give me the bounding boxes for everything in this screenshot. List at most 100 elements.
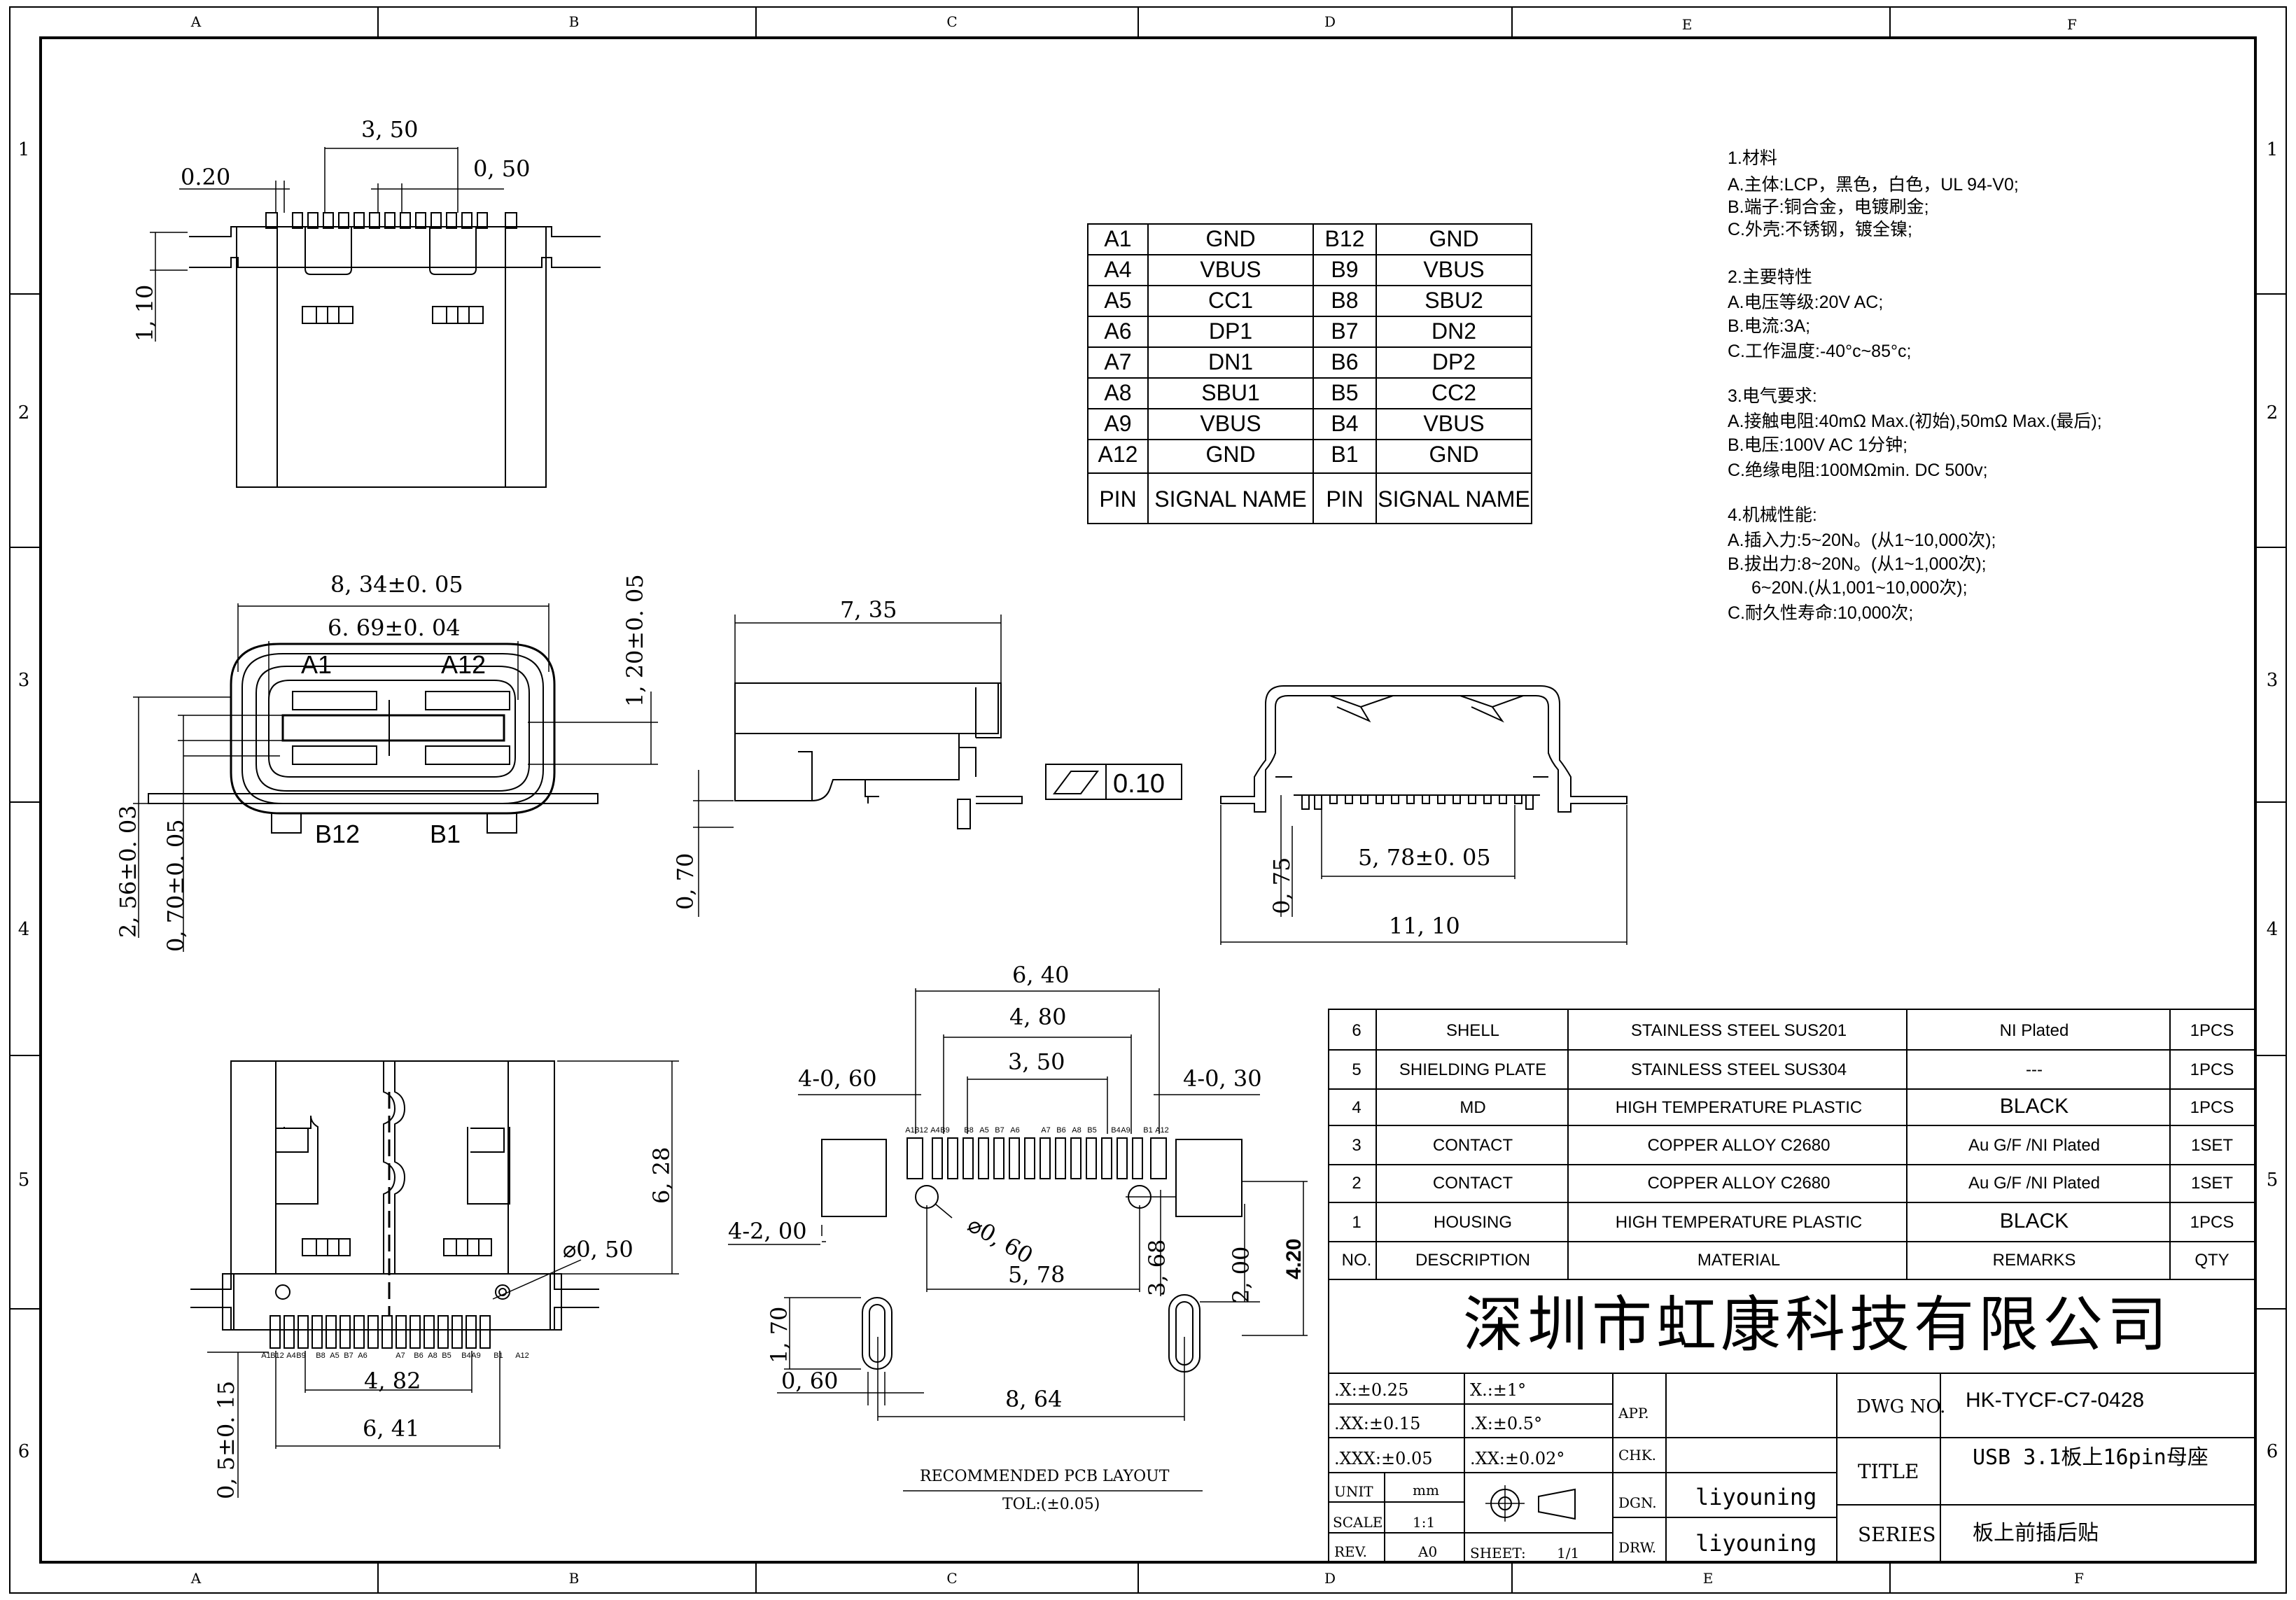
dim-top-0-50: 0, 50 [473,155,530,182]
pin-table-cell: A9 [1104,411,1131,436]
bom-cell: 1SET [2191,1174,2233,1193]
flatness-icon [1053,771,1099,794]
bom-cell: 1SET [2191,1136,2233,1155]
pin-table-header-cell: SIGNAL NAME [1154,486,1307,512]
dim-top-1-10: 1, 10 [132,285,158,342]
pin-label-b1: B1 [430,820,461,848]
app-label: APP. [1618,1405,1649,1422]
dim-bottom-6-41: 6, 41 [363,1415,419,1442]
zone-col-e-top: E [1682,16,1693,33]
dim-pcb-4-20: 4.20 [1282,1239,1306,1279]
rev-label: REV. [1334,1543,1367,1560]
bom-cell: STAINLESS STEEL SUS201 [1631,1021,1847,1040]
bom-header-cell: MATERIAL [1698,1251,1780,1270]
zone-row-5-right: 5 [2267,1170,2278,1191]
note-heading: 3.电气要求: [1728,386,1817,406]
dim-rear-0-75: 0, 75 [1268,857,1295,914]
dim-pcb-6-40: 6, 40 [1012,962,1069,988]
dwg-number: HK-TYCF-C7-0428 [1966,1389,2144,1412]
title-block [1328,1279,2256,1563]
dim-front-8-34: 8, 34±0. 05 [330,571,463,598]
dim-pcb-3-68: 3, 68 [1144,1240,1170,1296]
pcb-pin-b5: B5 [1087,1126,1096,1135]
pin-label-a1: A1 [301,650,332,679]
pin-table-cell: A5 [1104,288,1131,313]
rev-value: A0 [1418,1543,1437,1560]
bom-cell: 1PCS [2190,1060,2234,1079]
bom-cell: COPPER ALLOY C2680 [1647,1136,1830,1155]
sheet-border [9,6,2287,1594]
note-line: B.拔出力:8~20N。(从1~1,000次); [1728,554,1987,574]
bottom-pin-b9: B9 [296,1352,305,1360]
pin-table-cell: A8 [1104,380,1131,405]
note-heading: 2.主要特性 [1728,267,1812,287]
company-name: 深圳市虹康科技有限公司 [1463,1290,2171,1360]
bom-cell: COPPER ALLOY C2680 [1647,1174,1830,1193]
dim-pcb-dia-0-60: ⌀0, 60 [963,1211,1037,1269]
pcb-pin-a12: A12 [1155,1126,1169,1135]
dim-pcb-2-00: 2, 00 [1228,1247,1254,1303]
drawing-title: USB 3.1板上16pin母座 [1973,1445,2208,1470]
side-view [693,615,1182,917]
pin-table-cell: CC1 [1208,288,1253,313]
bom-cell: 4 [1352,1098,1361,1117]
bom-header-cell: REMARKS [1993,1251,2076,1270]
bom-cell: Au G/F /NI Plated [1968,1136,2100,1155]
dim-side-0-70: 0, 70 [672,853,699,910]
zone-col-d-bottom: D [1324,1570,1336,1587]
dim-bottom-dia-0-50: ⌀0, 50 [563,1236,634,1263]
note-line: C.耐久性寿命:10,000次; [1728,603,1913,623]
pcb-pin-a8: A8 [1072,1126,1081,1135]
pcb-pin-a9: A9 [1121,1126,1130,1135]
bottom-pin-a6: A6 [358,1352,367,1360]
dim-pcb-8-64: 8, 64 [1005,1386,1062,1412]
zone-col-e-bottom: E [1703,1570,1714,1587]
bottom-view [190,1060,679,1498]
bom-header-cell: NO. [1342,1251,1372,1270]
title-label: TITLE [1858,1460,1919,1483]
drawer-name: liyouning [1695,1530,1816,1557]
dim-rear-5-78: 5, 78±0. 05 [1358,844,1491,871]
dim-front-0-70: 0, 70±0. 05 [162,819,189,952]
pin-table-cell: VBUS [1200,411,1261,436]
pin-table-cell: B4 [1331,411,1358,436]
bom-cell: SHIELDING PLATE [1399,1060,1546,1079]
zone-col-b-bottom: B [569,1570,580,1587]
pin-table-cell: A12 [1098,442,1138,467]
dim-pcb-3-50: 3, 50 [1008,1048,1065,1075]
pcb-pin-b1: B1 [1143,1126,1152,1135]
pcb-pin-b7: B7 [995,1126,1004,1135]
zone-row-5-left: 5 [18,1170,30,1191]
bottom-pin-b6: B6 [414,1352,423,1360]
pcb-layout [728,988,1308,1492]
pin-table-cell: GND [1429,226,1478,251]
bom-cell: HOUSING [1434,1213,1512,1232]
tol-ang-xxx: .XX:±0.02° [1470,1449,1564,1468]
dim-pcb-4-2-00: 4-2, 00 [728,1218,807,1244]
front-view [133,603,658,952]
pcb-pin-a6: A6 [1010,1126,1019,1135]
zone-col-f-top: F [2067,16,2077,33]
dim-pcb-1-70: 1, 70 [766,1307,792,1363]
tol-x: .X:±0.25 [1334,1380,1408,1400]
bom-cell: 2 [1352,1174,1361,1193]
pin-table-cell: A4 [1104,257,1131,282]
pin-table-cell: A6 [1104,318,1131,344]
dim-pcb-5-78: 5, 78 [1008,1261,1065,1288]
dim-front-2-56: 2, 56±0. 03 [115,805,141,938]
pin-table-cell: VBUS [1423,411,1484,436]
pcb-pin-a4: A4 [930,1126,939,1135]
pin-label-b12: B12 [315,820,360,848]
flatness-value: 0.10 [1113,769,1165,799]
tol-xxx: .XXX:±0.05 [1334,1449,1433,1468]
pin-table-cell: VBUS [1200,257,1261,282]
bom-cell: CONTACT [1433,1136,1513,1155]
dim-pcb-4-0-30: 4-0, 30 [1183,1065,1262,1092]
zone-row-2-right: 2 [2267,402,2278,423]
bottom-pin-b1: B1 [493,1352,503,1360]
bom-cell: 1 [1352,1213,1361,1232]
bom-cell: CONTACT [1433,1174,1513,1193]
bottom-pin-a4: A4 [286,1352,295,1360]
bom-cell: BLACK [2000,1209,2068,1233]
zone-col-b-top: B [569,13,580,30]
